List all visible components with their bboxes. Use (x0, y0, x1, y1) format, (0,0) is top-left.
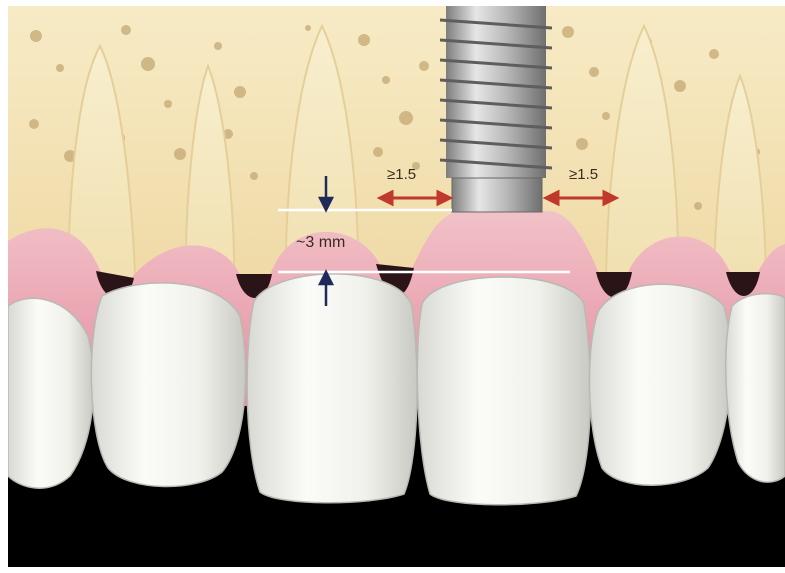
dental-implant-illustration (8, 6, 785, 567)
teeth (8, 274, 785, 505)
vertical-distance-label: ~3 mm (296, 234, 345, 252)
right-horizontal-distance-label: ≥1.5 (569, 166, 598, 183)
implant-screw (440, 6, 552, 212)
illustration-frame: ~3 mm ≥1.5 ≥1.5 (8, 6, 785, 567)
left-horizontal-distance-label: ≥1.5 (387, 166, 416, 183)
